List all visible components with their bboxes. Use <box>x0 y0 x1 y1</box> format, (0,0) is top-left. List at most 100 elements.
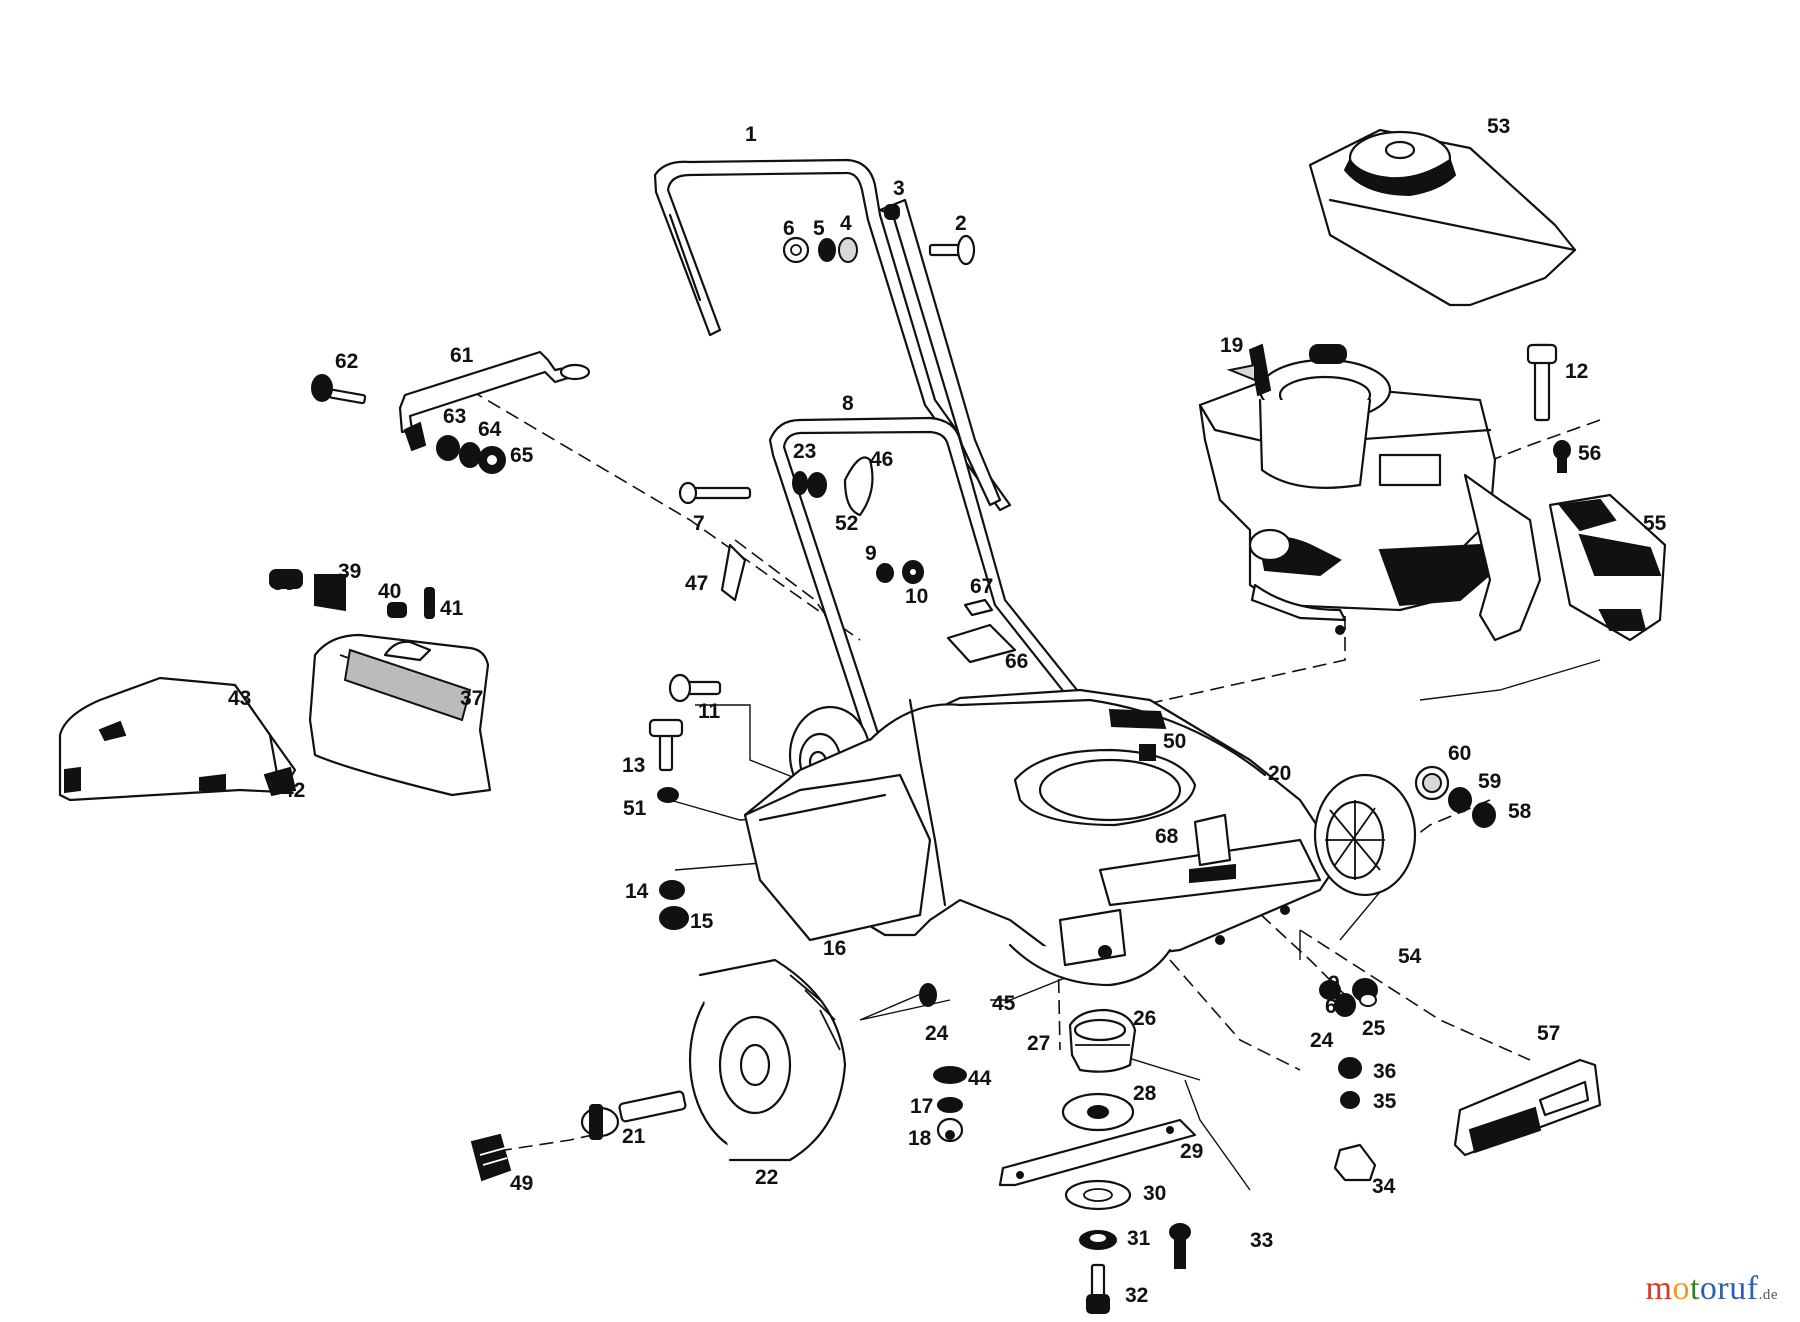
label-9a: 9 <box>865 542 877 565</box>
label-18: 18 <box>908 1127 932 1150</box>
label-19: 19 <box>1220 334 1243 357</box>
engine-cover-53 <box>1308 128 1577 307</box>
label-17: 17 <box>910 1095 933 1118</box>
label-36: 36 <box>1373 1060 1396 1083</box>
front-panel-57 <box>1453 1058 1602 1157</box>
part-labels: 1 2 3 4 5 6 7 8 9 9 10 11 12 13 14 15 16… <box>228 115 1667 1307</box>
label-41: 41 <box>440 597 464 620</box>
label-31: 31 <box>1127 1227 1151 1250</box>
label-67: 67 <box>970 575 993 598</box>
label-56: 56 <box>1578 442 1601 465</box>
label-4: 4 <box>840 212 852 235</box>
label-21: 21 <box>622 1125 646 1148</box>
label-51: 51 <box>623 797 647 820</box>
wm-letter-2: t <box>1689 1270 1700 1307</box>
label-37: 37 <box>460 687 483 710</box>
side-guard-55 <box>1548 493 1667 642</box>
label-38: 38 <box>272 572 296 595</box>
label-59: 59 <box>1478 770 1501 793</box>
axle-21 <box>580 1090 687 1140</box>
label-25: 25 <box>1362 1017 1386 1040</box>
deck-hardware-left <box>648 673 722 930</box>
label-10: 10 <box>905 585 928 608</box>
label-22: 22 <box>755 1166 778 1189</box>
blade-hardware <box>919 978 1378 1314</box>
label-50: 50 <box>1163 730 1186 753</box>
label-68: 68 <box>1155 825 1179 848</box>
wm-letter-5: u <box>1729 1270 1747 1307</box>
label-69: 69 <box>1325 995 1348 1018</box>
wm-letter-4: r <box>1717 1270 1730 1307</box>
wheel-22 <box>688 958 847 1162</box>
label-47: 47 <box>685 572 708 595</box>
label-34: 34 <box>1372 1175 1396 1198</box>
label-24a: 24 <box>925 1022 949 1045</box>
label-23: 23 <box>793 440 816 463</box>
label-16: 16 <box>823 937 846 960</box>
label-40: 40 <box>378 580 401 603</box>
wm-letter-3: o <box>1699 1270 1718 1307</box>
assembly-dash-lines <box>469 389 1601 1151</box>
catcher-43 <box>58 676 297 802</box>
label-61: 61 <box>450 344 474 367</box>
label-63: 63 <box>443 405 466 428</box>
label-20: 20 <box>1268 762 1291 785</box>
hardware-9-10 <box>876 560 924 584</box>
label-2: 2 <box>955 212 967 235</box>
label-42: 42 <box>282 779 305 802</box>
label-45: 45 <box>992 992 1016 1015</box>
handle-lever <box>878 198 1002 507</box>
label-7: 7 <box>693 512 705 535</box>
catcher-hardware <box>269 569 435 619</box>
label-39: 39 <box>338 560 361 583</box>
label-30: 30 <box>1143 1182 1166 1205</box>
label-54: 54 <box>1398 945 1422 968</box>
label-33: 33 <box>1250 1229 1273 1252</box>
label-3: 3 <box>893 177 905 200</box>
label-62: 62 <box>335 350 358 373</box>
label-58: 58 <box>1508 800 1532 823</box>
label-66: 66 <box>1005 650 1028 673</box>
handle-hardware-top <box>782 204 976 266</box>
nuts-58-60 <box>1414 765 1496 828</box>
bar-61 <box>311 350 591 474</box>
label-6: 6 <box>783 217 795 240</box>
label-24b: 24 <box>1310 1029 1334 1052</box>
label-35: 35 <box>1373 1090 1397 1113</box>
label-13: 13 <box>622 754 645 777</box>
wm-letter-1: o <box>1672 1270 1690 1307</box>
label-1: 1 <box>745 123 757 146</box>
watermark-logo: motoruf.de <box>1646 1270 1778 1308</box>
decal-66-67 <box>946 598 1017 664</box>
label-44: 44 <box>968 1067 992 1090</box>
label-14: 14 <box>625 880 649 903</box>
wm-letter-6: f <box>1746 1270 1759 1307</box>
label-28: 28 <box>1133 1082 1157 1105</box>
label-57: 57 <box>1537 1022 1560 1045</box>
catcher-37 <box>308 633 492 797</box>
label-52: 52 <box>835 512 858 535</box>
label-55: 55 <box>1643 512 1667 535</box>
label-53: 53 <box>1487 115 1510 138</box>
handle-hardware-mid <box>678 456 874 602</box>
engine-bolts <box>1526 343 1571 473</box>
wm-tld: .de <box>1758 1287 1778 1303</box>
label-65: 65 <box>510 444 534 467</box>
label-32: 32 <box>1125 1284 1148 1307</box>
label-46: 46 <box>870 448 893 471</box>
engine <box>1198 343 1542 642</box>
handle-lower <box>768 416 1087 777</box>
label-15: 15 <box>690 910 714 933</box>
wm-letter-0: m <box>1645 1270 1673 1307</box>
label-60: 60 <box>1448 742 1471 765</box>
label-27: 27 <box>1027 1032 1050 1055</box>
handle-upper <box>653 158 1012 512</box>
label-26: 26 <box>1133 1007 1156 1030</box>
label-29: 29 <box>1180 1140 1203 1163</box>
label-8: 8 <box>842 392 854 415</box>
cap-49 <box>470 1133 512 1182</box>
label-12: 12 <box>1565 360 1588 383</box>
mower-deck <box>743 625 1417 987</box>
label-11: 11 <box>698 700 721 723</box>
